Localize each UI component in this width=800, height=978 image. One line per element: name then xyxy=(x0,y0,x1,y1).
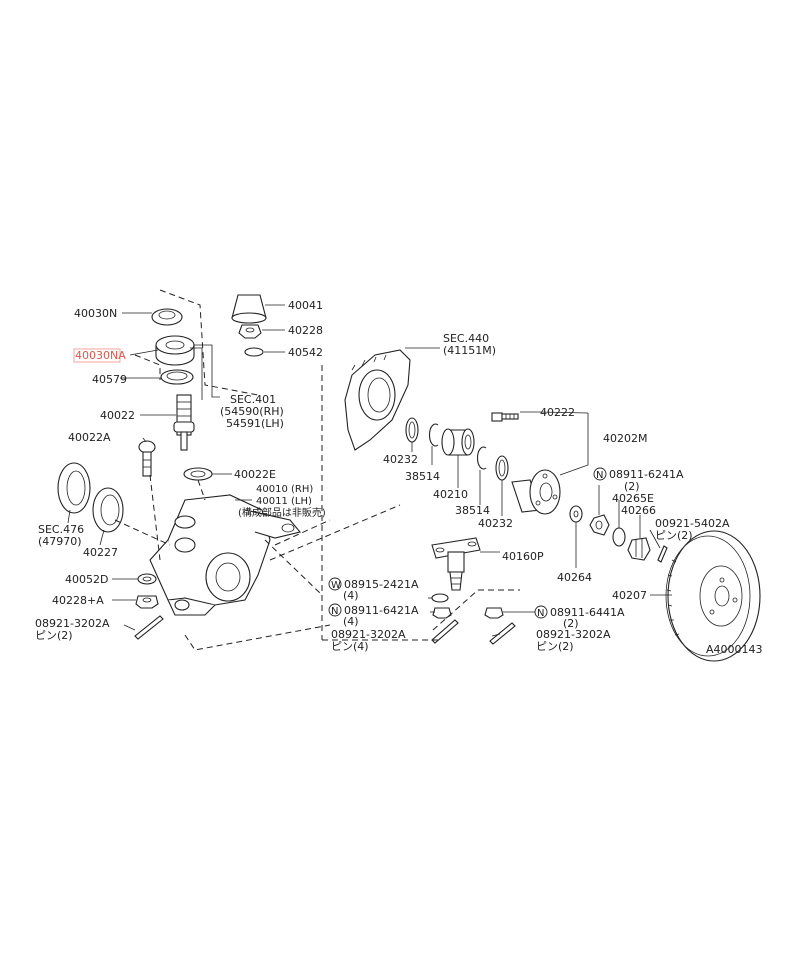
label-40266[interactable]: 40266 xyxy=(621,504,656,517)
label-08911-6441a[interactable]: 08911-6441A xyxy=(550,606,625,619)
labels: 40030N 40030NA 40579 SEC.401 (54590(RH) … xyxy=(35,299,763,656)
label-08921-3202a-right[interactable]: 08921-3202A xyxy=(536,628,611,641)
snap-ring-38514-b[interactable] xyxy=(476,446,487,470)
label-pin2-c: ピン(2) xyxy=(536,640,574,653)
label-38514-a[interactable]: 38514 xyxy=(405,470,440,483)
label-00921-5402a[interactable]: 00921-5402A xyxy=(655,517,730,530)
label-pin2-left: ピン(2) xyxy=(35,629,73,642)
bearing-race-sec476[interactable] xyxy=(57,462,91,514)
label-qty2-b: (2) xyxy=(563,617,579,630)
washer-40265e[interactable] xyxy=(612,527,626,547)
label-sec401[interactable]: SEC.401 xyxy=(230,393,276,406)
label-41151m: (41151M) xyxy=(443,344,496,357)
bearing-40030na[interactable] xyxy=(155,335,195,366)
leader-lines xyxy=(67,312,661,637)
stud-40022a[interactable] xyxy=(138,440,156,477)
label-54591: 54591(LH) xyxy=(226,417,284,430)
brake-disc-40207[interactable] xyxy=(665,530,761,662)
snap-ring-38514-a[interactable] xyxy=(428,423,439,447)
label-40222[interactable]: 40222 xyxy=(540,406,575,419)
highlight-box-40030na xyxy=(73,348,121,363)
label-pin2-b: ピン(2) xyxy=(655,529,693,542)
label-40011[interactable]: 40011 (LH) xyxy=(256,496,312,507)
washer-08915-2421a[interactable] xyxy=(431,593,449,603)
label-sec440[interactable]: SEC.440 xyxy=(443,332,489,345)
lock-nut-08911-6241a[interactable] xyxy=(589,514,610,536)
label-47970: (47970) xyxy=(38,535,82,548)
label-40265e[interactable]: 40265E xyxy=(612,492,654,505)
nut-08911-6441a[interactable] xyxy=(484,607,504,619)
svg-text:W: W xyxy=(331,580,341,591)
label-40041[interactable]: 40041 xyxy=(288,299,323,312)
seal-40227[interactable] xyxy=(92,487,124,533)
ball-joint-40160p[interactable] xyxy=(431,537,481,591)
knuckle-assembly-group xyxy=(57,289,401,651)
label-40022e[interactable]: 40022E xyxy=(234,468,276,481)
circle-n-1: N xyxy=(593,467,607,481)
circle-n-3: N xyxy=(534,605,548,619)
svg-text:N: N xyxy=(596,470,603,481)
washer-40052d[interactable] xyxy=(137,573,157,585)
backing-plate-sec440[interactable] xyxy=(344,349,411,451)
cotter-pin-00921-5402a[interactable] xyxy=(657,545,668,563)
label-40022[interactable]: 40022 xyxy=(100,409,135,422)
nut-40228a[interactable] xyxy=(135,595,159,609)
label-40228a[interactable]: 40228+A xyxy=(52,594,104,607)
svg-text:N: N xyxy=(331,606,338,617)
label-08915-2421a[interactable]: 08915-2421A xyxy=(344,578,419,591)
label-38514-b[interactable]: 38514 xyxy=(455,504,490,517)
washer-40542[interactable] xyxy=(244,347,264,357)
label-qty2-a: (2) xyxy=(624,480,640,493)
diagram-id: A4000143 xyxy=(706,643,763,656)
nut-40228[interactable] xyxy=(238,324,262,339)
dust-cap-40041[interactable] xyxy=(231,294,267,324)
label-40228[interactable]: 40228 xyxy=(288,324,323,337)
circle-n-2: N xyxy=(328,603,342,617)
label-40030n[interactable]: 40030N xyxy=(74,307,117,320)
label-40022a[interactable]: 40022A xyxy=(68,431,111,444)
svg-text:N: N xyxy=(537,608,544,619)
label-40232-a[interactable]: 40232 xyxy=(383,453,418,466)
castle-nut-40266[interactable] xyxy=(627,537,651,561)
hub-assembly-group xyxy=(321,347,668,645)
label-40207[interactable]: 40207 xyxy=(612,589,647,602)
hub-bolt-40222[interactable] xyxy=(491,412,519,422)
label-08911-6421a[interactable]: 08911-6421A xyxy=(344,604,419,617)
label-40052d[interactable]: 40052D xyxy=(65,573,108,586)
label-40542[interactable]: 40542 xyxy=(288,346,323,359)
cotter-pin-mid[interactable] xyxy=(431,619,459,644)
nut-08911-6421a[interactable] xyxy=(432,607,452,619)
label-qty4-a: (4) xyxy=(343,589,359,602)
label-08911-6241a[interactable]: 08911-6241A xyxy=(609,468,684,481)
label-40210[interactable]: 40210 xyxy=(433,488,468,501)
label-40160p[interactable]: 40160P xyxy=(502,550,544,563)
washer-40264[interactable] xyxy=(569,505,583,523)
kingpin-40022[interactable] xyxy=(173,394,195,451)
label-pin4: ピン(4) xyxy=(331,640,369,653)
label-sec476[interactable]: SEC.476 xyxy=(38,523,84,536)
label-note-jp: (構成部品は非販売) xyxy=(238,506,326,519)
cotter-pin-left[interactable] xyxy=(134,615,164,640)
label-40202m[interactable]: 40202M xyxy=(603,432,647,445)
bearing-40030n[interactable] xyxy=(151,308,183,326)
wheel-bearing-40210[interactable] xyxy=(441,428,475,456)
label-qty4-b: (4) xyxy=(343,615,359,628)
label-40030na[interactable]: 40030NA xyxy=(75,349,126,362)
label-40232-b[interactable]: 40232 xyxy=(478,517,513,530)
label-40579[interactable]: 40579 xyxy=(92,373,127,386)
washer-40022e[interactable] xyxy=(183,467,213,481)
label-08921-3202a-left[interactable]: 08921-3202A xyxy=(35,617,110,630)
label-40264[interactable]: 40264 xyxy=(557,571,592,584)
label-08921-3202a-mid[interactable]: 08921-3202A xyxy=(331,628,406,641)
label-54590: (54590(RH) xyxy=(220,405,284,418)
label-40227[interactable]: 40227 xyxy=(83,546,118,559)
cotter-pin-right[interactable] xyxy=(489,622,516,645)
circle-w: W xyxy=(328,577,342,591)
label-40010[interactable]: 40010 (RH) xyxy=(256,484,313,495)
wheel-hub-40202m[interactable] xyxy=(511,469,561,515)
